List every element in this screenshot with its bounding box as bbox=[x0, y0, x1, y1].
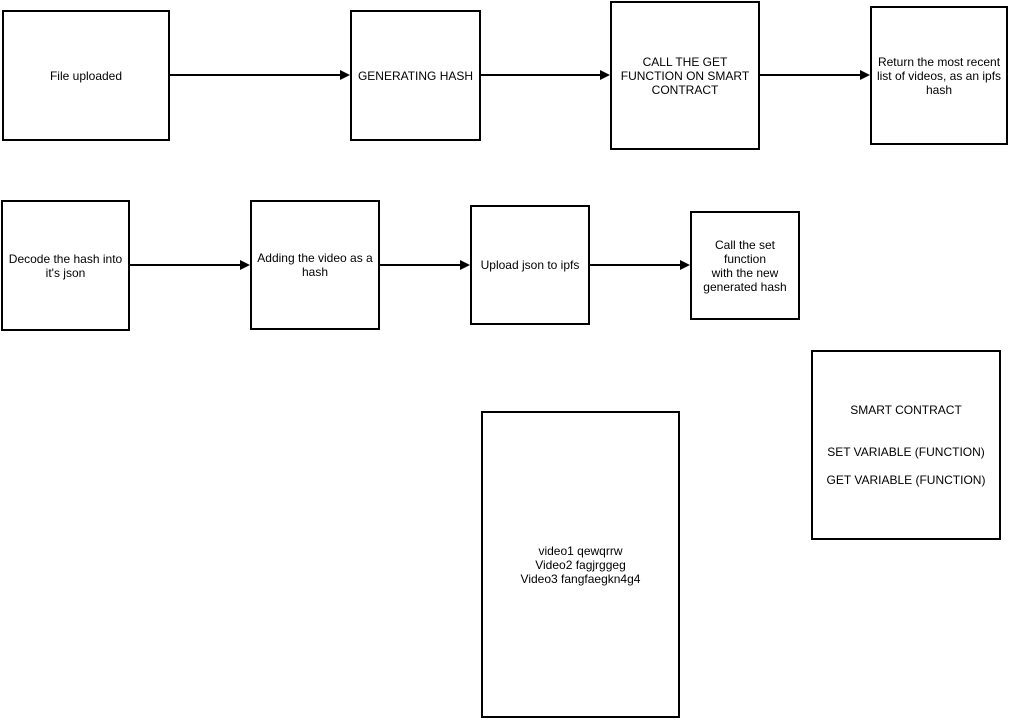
connector-adding-to-upload[interactable] bbox=[380, 259, 470, 271]
get-variable-function-label: GET VARIABLE (FUNCTION) bbox=[826, 473, 986, 487]
arrow-line bbox=[760, 74, 862, 76]
arrow-line bbox=[380, 264, 462, 266]
arrow-line bbox=[130, 264, 242, 266]
node-video-list[interactable]: video1 qewqrrw Video2 fagjrggeg Video3 f… bbox=[481, 411, 680, 718]
connector-upload-to-call-set[interactable] bbox=[590, 259, 690, 271]
node-file-uploaded[interactable]: File uploaded bbox=[2, 10, 170, 141]
node-label: Decode the hash into it's json bbox=[8, 251, 123, 280]
connector-file-uploaded-to-generating-hash[interactable] bbox=[170, 69, 350, 81]
node-label: CALL THE GET FUNCTION ON SMART CONTRACT bbox=[620, 54, 750, 97]
node-upload-json-ipfs[interactable]: Upload json to ipfs bbox=[470, 205, 590, 325]
connector-decode-to-adding[interactable] bbox=[130, 259, 250, 271]
arrowhead-icon bbox=[340, 70, 350, 80]
node-adding-video-hash[interactable]: Adding the video as a hash bbox=[250, 200, 380, 330]
node-label: Adding the video as a hash bbox=[257, 251, 373, 279]
node-label: video1 qewqrrw Video2 fagjrggeg Video3 f… bbox=[520, 543, 641, 586]
node-call-get-function[interactable]: CALL THE GET FUNCTION ON SMART CONTRACT bbox=[610, 1, 760, 150]
node-call-set-function[interactable]: Call the set function with the new gener… bbox=[690, 211, 800, 320]
node-label: File uploaded bbox=[49, 68, 123, 83]
smart-contract-title: SMART CONTRACT bbox=[850, 403, 962, 417]
node-label: Call the set function with the new gener… bbox=[703, 237, 787, 294]
arrowhead-icon bbox=[680, 260, 690, 270]
arrowhead-icon bbox=[860, 70, 870, 80]
arrow-line bbox=[481, 74, 602, 76]
node-smart-contract[interactable]: SMART CONTRACT SET VARIABLE (FUNCTION) G… bbox=[811, 350, 1001, 540]
node-generating-hash[interactable]: GENERATING HASH bbox=[350, 10, 481, 141]
arrowhead-icon bbox=[240, 260, 250, 270]
node-label: Return the most recent list of videos, a… bbox=[876, 54, 1002, 97]
node-return-recent-list[interactable]: Return the most recent list of videos, a… bbox=[870, 6, 1008, 145]
arrowhead-icon bbox=[460, 260, 470, 270]
connector-call-get-to-return-list[interactable] bbox=[760, 69, 870, 81]
node-label: Upload json to ipfs bbox=[480, 258, 580, 272]
arrow-line bbox=[170, 74, 342, 76]
node-decode-hash[interactable]: Decode the hash into it's json bbox=[1, 200, 130, 331]
connector-generating-hash-to-call-get[interactable] bbox=[481, 69, 610, 81]
node-label: GENERATING HASH bbox=[357, 68, 474, 83]
set-variable-function-label: SET VARIABLE (FUNCTION) bbox=[827, 445, 985, 459]
arrow-line bbox=[590, 264, 682, 266]
arrowhead-icon bbox=[600, 70, 610, 80]
